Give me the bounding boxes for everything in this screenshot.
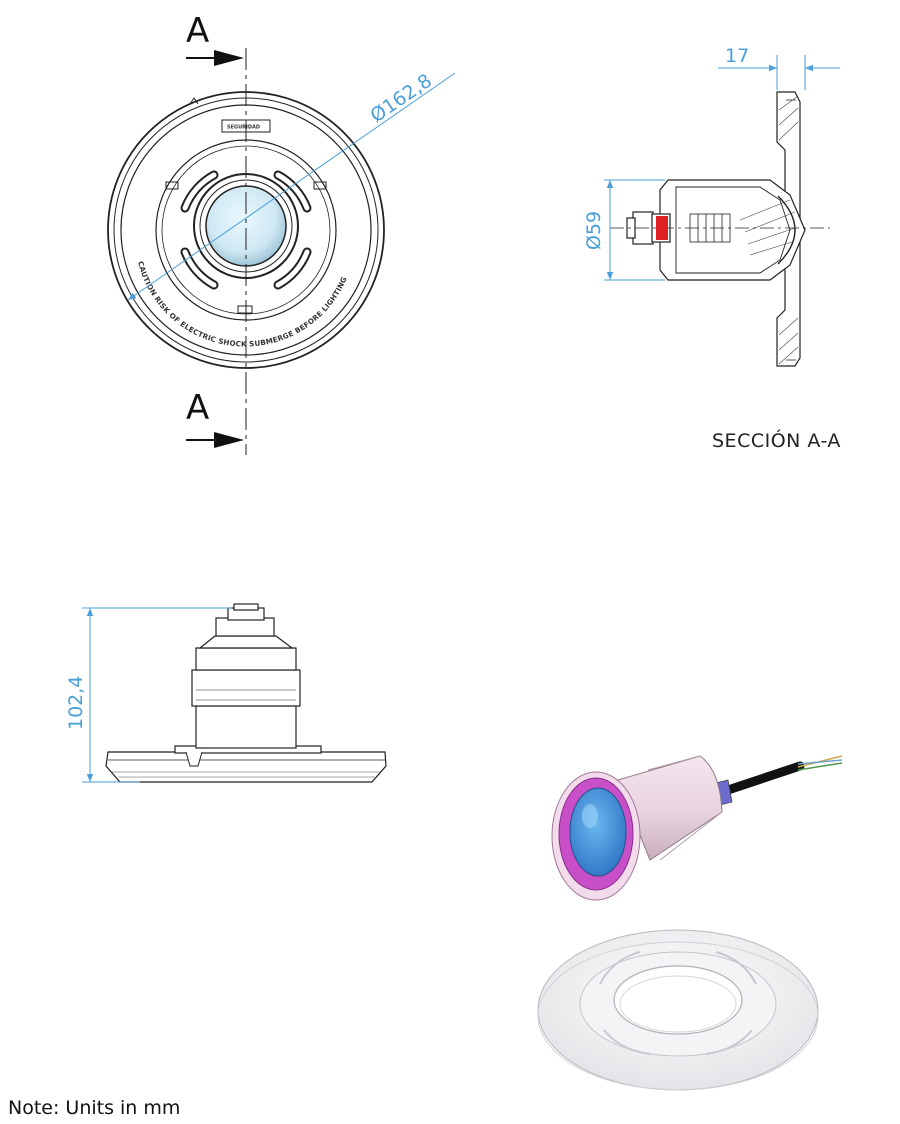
height-dimension — [82, 607, 232, 783]
height-dim-label: 102,4 — [65, 676, 87, 730]
side-view — [105, 603, 387, 783]
red-contact — [656, 216, 668, 240]
svg-text:A: A — [186, 388, 209, 428]
section-diameter-dimension — [604, 179, 665, 281]
section-title: SECCIÓN A-A — [712, 428, 841, 452]
plate-3d-render — [537, 929, 819, 1091]
units-note: Note: Units in mm — [8, 1097, 180, 1119]
section-marker-bottom: A — [186, 388, 244, 448]
section-diameter-label: Ø59 — [583, 211, 605, 250]
section-view — [610, 91, 830, 367]
caution-text: CAUTION RISK OF ELECTRIC SHOCK SUBMERGE … — [136, 260, 349, 348]
svg-text:Ø162,8: Ø162,8 — [366, 70, 436, 127]
svg-text:A: A — [186, 11, 209, 51]
depth-dimension — [718, 55, 840, 90]
depth-dim-label: 17 — [725, 45, 749, 67]
plate-label: SEGURIDAD — [227, 125, 260, 131]
light-3d-render — [551, 755, 843, 901]
section-marker-top: A — [186, 11, 244, 66]
